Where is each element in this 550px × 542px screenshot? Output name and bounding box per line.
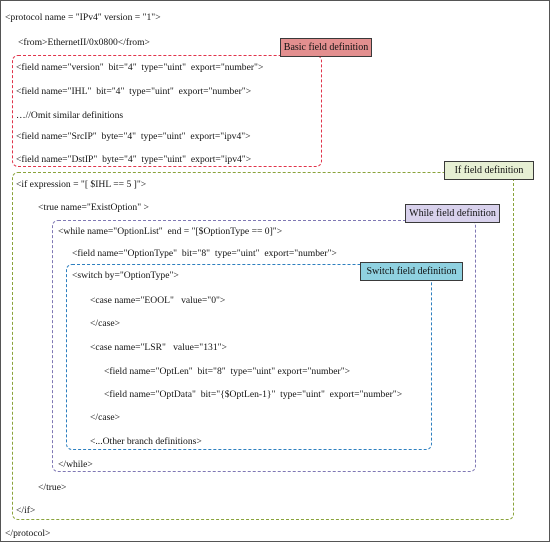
case-close-line: </case> — [90, 412, 120, 423]
while-close-line: </while> — [58, 459, 93, 470]
if-close-line: </if> — [16, 505, 36, 516]
field-dstip-line: <field name="DstIP" byte="4" type="uint"… — [16, 154, 252, 165]
switch-open-line: <switch by="OptionType"> — [72, 270, 179, 281]
if-field-label: If field definition — [444, 161, 534, 180]
true-close-line: </true> — [38, 482, 67, 493]
if-field-box — [12, 172, 514, 520]
while-field-box — [52, 220, 476, 472]
if-open-line: <if expression = "[ $IHL == 5 ]"> — [16, 179, 147, 190]
field-ihl-line: <field name="IHL" bit="4" type="uint" ex… — [16, 86, 252, 97]
protocol-open-line: <protocol name = "IPv4" version = "1"> — [5, 12, 161, 23]
field-srcip-line: <field name="SrcIP" byte="4" type="uint"… — [16, 131, 251, 142]
switch-field-box — [66, 264, 432, 450]
case-close-line: </case> — [90, 318, 120, 329]
field-optlen-line: <field name="OptLen" bit="8" type="uint"… — [104, 366, 351, 377]
basic-field-label: Basic field definition — [280, 38, 372, 57]
case-lsr-line: <case name="LSR" value="131"> — [90, 342, 227, 353]
basic-field-box — [12, 55, 322, 167]
field-optdata-line: <field name="OptData" bit="{$OptLen-1}" … — [104, 389, 403, 400]
from-line: <from>EthernetII/0x0800</from> — [18, 37, 150, 48]
omit-line: …//Omit similar definitions — [16, 110, 124, 121]
while-field-label: While field definition — [405, 204, 500, 223]
case-eool-line: <case name="EOOL" value="0"> — [90, 295, 226, 306]
true-open-line: <true name="ExistOption" > — [38, 202, 149, 213]
switch-field-label: Switch field definition — [360, 262, 463, 281]
other-branches-line: <...Other branch definitions> — [90, 436, 202, 447]
field-optiontype-line: <field name="OptionType" bit="8" type="u… — [72, 248, 337, 259]
while-open-line: <while name="OptionList" end = "[$Option… — [58, 226, 283, 237]
field-version-line: <field name="version" bit="4" type="uint… — [16, 62, 264, 73]
protocol-close-line: </protocol> — [5, 528, 51, 539]
